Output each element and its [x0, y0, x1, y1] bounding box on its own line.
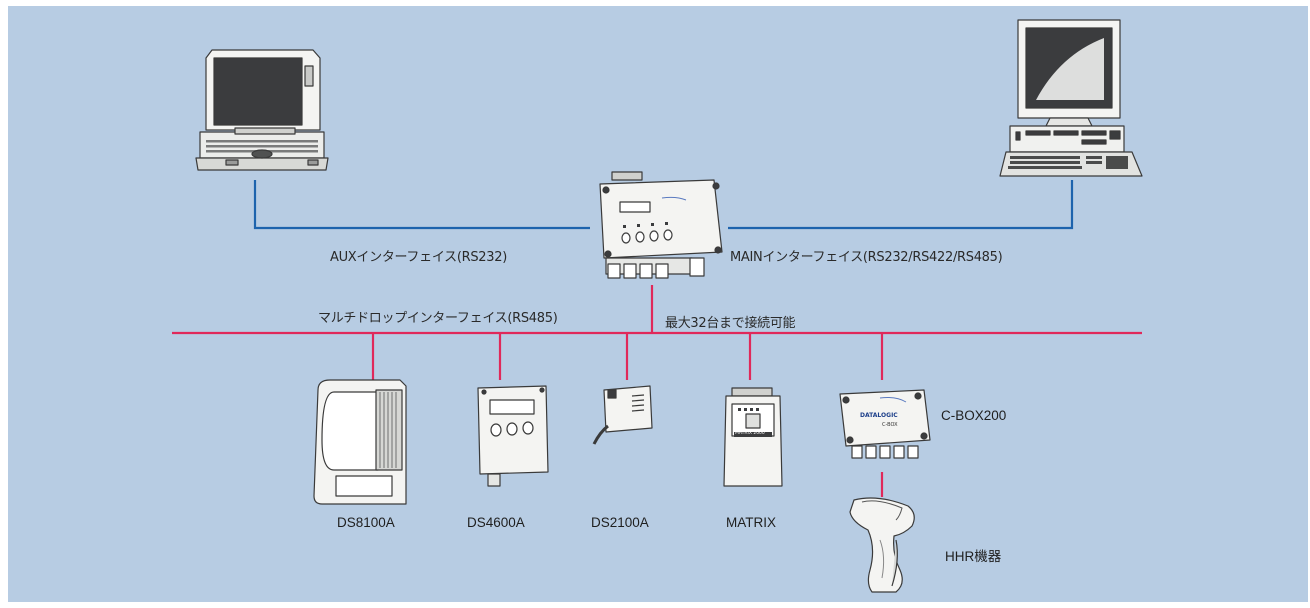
controller-box-icon — [599, 171, 723, 279]
ds8100a-device-icon — [313, 379, 407, 505]
hhr-scanner-icon — [849, 497, 915, 593]
aux-interface-label: AUXインターフェイス(RS232) — [330, 250, 507, 265]
multidrop-interface-label: マルチドロップインターフェイス(RS485) — [318, 311, 558, 326]
hhr-label: HHR機器 — [945, 549, 1002, 564]
ds4600a-device-icon — [477, 385, 549, 487]
multidrop-bus — [172, 285, 1142, 497]
ds2100a-label: DS2100A — [591, 515, 649, 530]
laptop-icon — [195, 49, 329, 171]
matrix-2000-logo: MATRIX 2000 — [735, 431, 765, 436]
main-interface-label: MAINインターフェイス(RS232/RS422/RS485) — [730, 250, 1003, 265]
desktop-pc-icon — [999, 19, 1143, 177]
cbox200-device-icon — [839, 389, 931, 459]
ds8100a-label: DS8100A — [337, 515, 395, 530]
matrix-label: MATRIX — [726, 515, 776, 530]
aux-link-line — [253, 180, 590, 230]
matrix-device-icon — [723, 387, 783, 487]
ds2100a-device-icon — [592, 385, 653, 445]
cbox200-label: C-BOX200 — [941, 408, 1007, 423]
main-link-line — [728, 180, 1074, 230]
datalogic-logo: DATALOGIC — [860, 412, 898, 419]
max-devices-label: 最大32台まで接続可能 — [665, 316, 796, 331]
ds4600a-label: DS4600A — [467, 515, 525, 530]
blue-connection-lines — [253, 180, 1074, 230]
cbox-logo: C-BOX — [882, 422, 898, 428]
